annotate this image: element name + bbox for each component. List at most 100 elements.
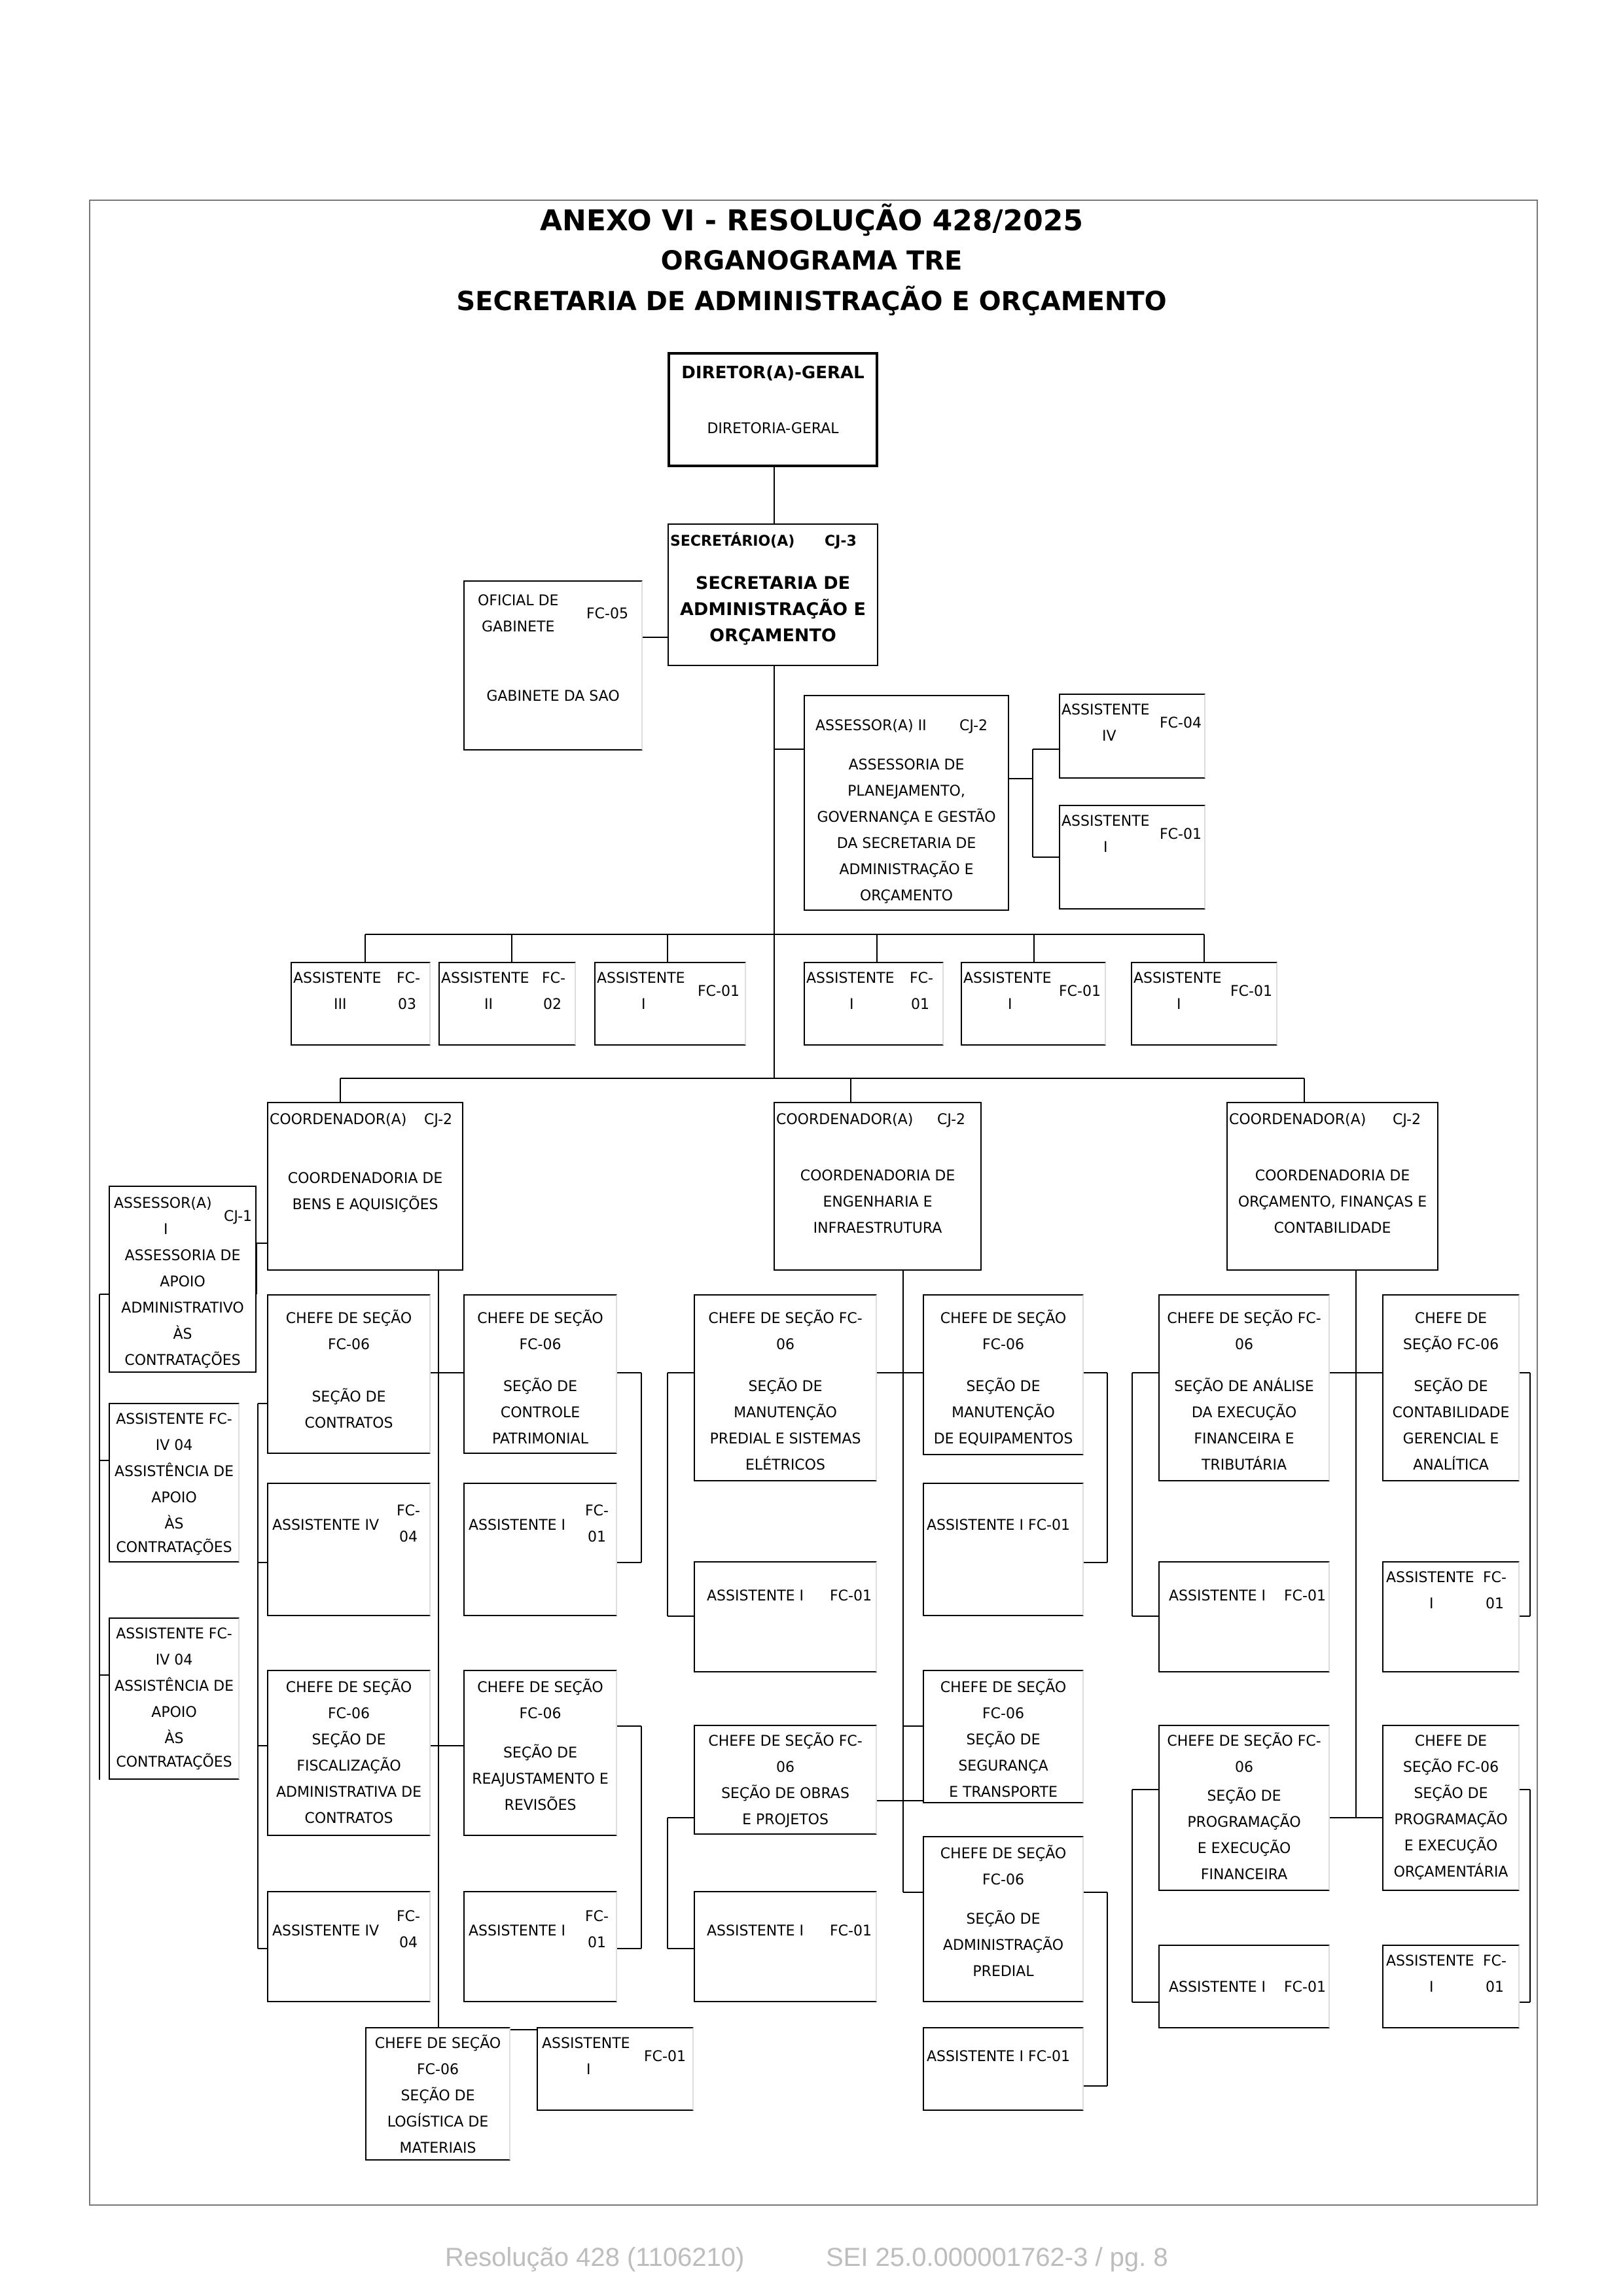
unit-line: ORÇAMENTO, FINANÇAS E (1238, 1194, 1427, 1210)
role-line: CHEFE DE SEÇÃO (940, 1680, 1067, 1696)
role-line: I (1429, 1596, 1434, 1612)
box-secao-programacao-orcamentaria: CHEFE DE SEÇÃO FC-06 SEÇÃO DE PROGRAMAÇÃ… (1382, 1725, 1520, 1891)
code-line: 02 (543, 997, 562, 1013)
code-label: FC-01 (698, 983, 740, 1000)
unit-line: REVISÕES (504, 1797, 577, 1814)
unit-line: SEÇÃO DE (1414, 1786, 1488, 1802)
unit-line: SEÇÃO DE (966, 1911, 1041, 1928)
box-secao-programacao-financeira: CHEFE DE SEÇÃO FC- 06 SEÇÃO DE PROGRAMAÇ… (1158, 1725, 1330, 1891)
unit-line: INFRAESTRUTURA (813, 1220, 942, 1237)
unit-line: SEÇÃO DE (503, 1745, 578, 1761)
role-line: ASSISTENTE (293, 970, 382, 987)
role-line: CHEFE DE SEÇÃO (477, 1311, 603, 1327)
role-line: ASSISTENTE FC- (116, 1411, 232, 1428)
box-assistente-i-row-c: ASSISTENTE I FC-01 (961, 962, 1106, 1046)
page-frame (89, 200, 1538, 2206)
role-line: FC-06 (328, 1337, 370, 1353)
unit-line: SEÇÃO DE ANÁLISE (1174, 1379, 1314, 1395)
role-label: ASSISTENTE I (1169, 1588, 1266, 1604)
box-secao-administracao-predial: CHEFE DE SEÇÃO FC-06 SEÇÃO DE ADMINISTRA… (923, 1836, 1084, 2002)
unit-line: MANUTENÇÃO (952, 1405, 1055, 1421)
unit-line: SEÇÃO DE (312, 1389, 386, 1405)
box-secao-manutencao-equipamentos: CHEFE DE SEÇÃO FC-06 SEÇÃO DE MANUTENÇÃO… (923, 1294, 1084, 1455)
unit-line: CONTABILIDADE (1274, 1220, 1391, 1237)
unit-line: ADMINISTRAÇÃO E (680, 599, 866, 620)
unit-line: SEÇÃO DE (503, 1379, 578, 1395)
role-line: OFICIAL DE (478, 593, 559, 609)
unit-line: APOIO (151, 1490, 197, 1506)
role-label: ASSISTENTE I (1169, 1979, 1266, 1996)
unit-line: ÀS (164, 1516, 184, 1532)
unit-line: REAJUSTAMENTO E (472, 1771, 609, 1788)
role-line: ASSISTENTE (542, 2036, 630, 2052)
role-line: ASSISTENTE (441, 970, 529, 987)
title-organogram: ORGANOGRAMA TRE (660, 246, 963, 276)
box-diretor-geral: DIRETOR(A)-GERAL DIRETORIA-GERAL (668, 352, 878, 467)
unit-line: ASSESSORIA DE (124, 1248, 241, 1264)
unit-line: SEÇÃO DE (312, 1732, 386, 1748)
box-assistente-i-administracao-predial: ASSISTENTE I FC-01 (923, 2027, 1084, 2111)
unit-line: E EXECUÇÃO (1197, 1841, 1291, 1857)
code-label: FC-04 (1160, 715, 1202, 732)
box-secao-fiscalizacao: CHEFE DE SEÇÃO FC-06 SEÇÃO DE FISCALIZAÇ… (267, 1670, 431, 1836)
box-assistente-i-assessoria: ASSISTENTE I FC-01 (1059, 805, 1205, 910)
box-assistente-i-programacao-orcamentaria: ASSISTENTE I FC- 01 (1382, 1945, 1520, 2028)
unit-line: ORÇAMENTÁRIA (1393, 1864, 1508, 1881)
role-label: ASSISTENTE I (469, 1517, 566, 1534)
unit-line: CONTROLE (500, 1405, 580, 1421)
unit-line: SEÇÃO DE (748, 1379, 823, 1395)
code-line: 01 (1486, 1596, 1504, 1612)
unit-line: MATERIAIS (399, 2140, 476, 2157)
role-line: IV 04 (155, 1438, 193, 1454)
unit-line: E TRANSPORTE (949, 1784, 1058, 1801)
code-line: 01 (588, 1529, 606, 1545)
role-line: I (641, 997, 646, 1013)
unit-line: FINANCEIRA (1200, 1867, 1288, 1883)
role-line: II (484, 997, 493, 1013)
role-line: ASSISTENTE (1061, 813, 1150, 830)
unit-line: DE EQUIPAMENTOS (933, 1431, 1073, 1447)
unit-line: LOGÍSTICA DE (387, 2114, 489, 2130)
box-assistente-i-row-a: ASSISTENTE I FC-01 (594, 962, 746, 1046)
box-secao-seguranca: CHEFE DE SEÇÃO FC-06 SEÇÃO DE SEGURANÇA … (923, 1670, 1084, 1803)
role-line: CHEFE DE (1414, 1311, 1488, 1327)
role-line: FC-06 (982, 1337, 1024, 1353)
code-label: FC-01 (1160, 826, 1202, 843)
box-assistencia-apoio-1: ASSISTENTE FC- IV 04 ASSISTÊNCIA DE APOI… (109, 1403, 240, 1563)
role-label: ASSISTENTE IV (272, 1923, 380, 1939)
role-line: I (1103, 839, 1108, 856)
role-line: ASSISTENTE (1386, 1570, 1474, 1586)
role-line: III (334, 997, 347, 1013)
unit-line: ÀS (164, 1731, 184, 1747)
box-assistente-i-logistica: ASSISTENTE I FC-01 (537, 2027, 694, 2111)
role-label: ASSISTENTE I (469, 1923, 566, 1939)
role-line: ASSISTENTE (806, 970, 895, 987)
role-label: ASSISTENTE I FC-01 (927, 1517, 1070, 1534)
unit-line: COORDENADORIA DE (800, 1168, 955, 1184)
role-label: ASSISTENTE I (707, 1923, 804, 1939)
box-assistente-i-reajustamento: ASSISTENTE I FC- 01 (463, 1891, 617, 2002)
unit-label: GABINETE DA SAO (486, 688, 620, 705)
unit-line: CONTRATOS (304, 1810, 393, 1827)
role-line: CHEFE DE SEÇÃO (940, 1311, 1067, 1327)
box-coordenadoria-engenharia: COORDENADOR(A) CJ-2 COORDENADORIA DE ENG… (774, 1102, 982, 1271)
code-line: 03 (398, 997, 416, 1013)
role-label: SECRETÁRIO(A) (670, 533, 795, 550)
role-line: CHEFE DE SEÇÃO FC- (708, 1311, 863, 1327)
role-line: 06 (1235, 1337, 1253, 1353)
unit-line: PREDIAL (972, 1964, 1034, 1980)
role-line: ASSISTENTE (597, 970, 685, 987)
code-line: FC- (542, 970, 565, 987)
unit-line: APOIO (160, 1274, 205, 1290)
code-label: CJ-1 (224, 1209, 253, 1225)
code-label: CJ-2 (424, 1112, 453, 1128)
code-label: FC-01 (830, 1588, 872, 1604)
role-line: 06 (1235, 1759, 1253, 1776)
unit-line: SEGURANÇA (958, 1758, 1048, 1775)
box-oficial-gabinete: OFICIAL DE GABINETE FC-05 GABINETE DA SA… (463, 580, 643, 751)
unit-line: SEÇÃO DE (1414, 1379, 1488, 1395)
unit-line: COORDENADORIA DE (287, 1171, 443, 1187)
unit-line: FINANCEIRA E (1194, 1431, 1294, 1447)
box-assistente-i-obras: ASSISTENTE I FC-01 (694, 1891, 877, 2002)
unit-line: SEÇÃO DE (966, 1732, 1041, 1748)
